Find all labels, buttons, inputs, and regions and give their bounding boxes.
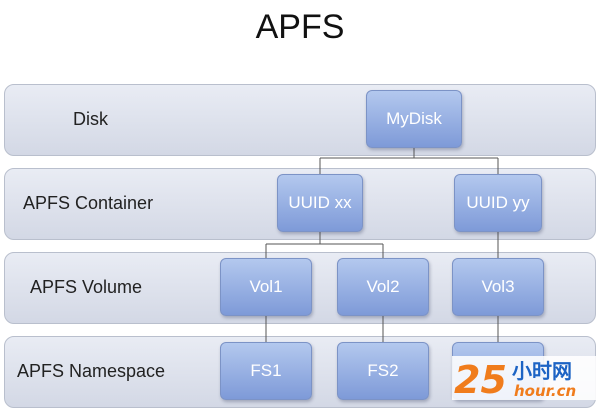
layer-label-volume: APFS Volume xyxy=(30,277,143,297)
node-fs2: FS2 xyxy=(337,342,429,400)
layer-label-namespace: APFS Namespace xyxy=(17,361,166,381)
node-uuid-yy: UUID yy xyxy=(454,174,542,232)
watermark-domain: hour.cn xyxy=(514,382,576,400)
watermark-text: 小时网 xyxy=(512,359,572,383)
node-uuid-xx: UUID xx xyxy=(277,174,363,232)
node-vol1: Vol1 xyxy=(220,258,312,316)
layer-label-disk: Disk xyxy=(73,109,108,129)
node-mydisk: MyDisk xyxy=(366,90,462,148)
node-vol2: Vol2 xyxy=(337,258,429,316)
layer-label-container: APFS Container xyxy=(23,193,154,213)
watermark-logo: 25 小时网 hour.cn xyxy=(452,356,598,400)
layer-band-disk xyxy=(4,84,596,156)
node-fs1: FS1 xyxy=(220,342,312,400)
watermark-number: 25 xyxy=(454,358,507,400)
diagram-title: APFS xyxy=(255,8,345,46)
node-vol3: Vol3 xyxy=(452,258,544,316)
